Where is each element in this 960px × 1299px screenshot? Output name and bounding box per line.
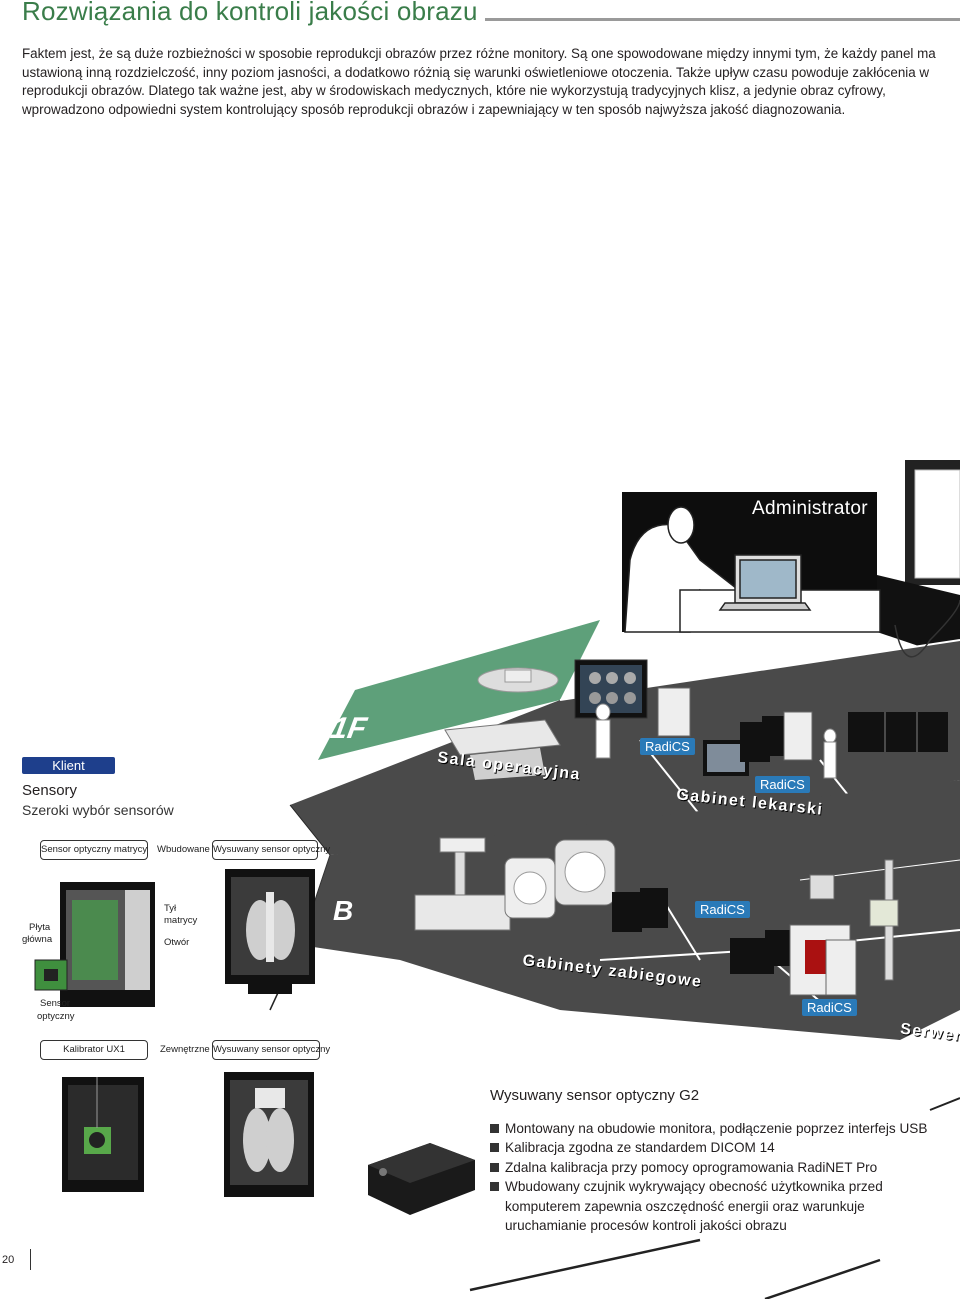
hole-label: Otwór bbox=[164, 937, 190, 948]
builtin-label: Wbudowane bbox=[157, 844, 210, 855]
panel-back-label-line2: matrycy bbox=[164, 915, 198, 926]
radics-badge-4: RadiCS bbox=[802, 999, 857, 1016]
intro-paragraph-2: Dlatego tak ważne jest, aby w środowiska… bbox=[22, 83, 886, 117]
list-item-text: Kalibracja zgodna ze standardem DICOM 14 bbox=[505, 1140, 775, 1156]
list-item-text: Montowany na obudowie monitora, podłącze… bbox=[505, 1121, 928, 1136]
sensors-heading: Sensory bbox=[22, 782, 78, 799]
external-label: Zewnętrzne bbox=[160, 1044, 210, 1055]
title-rule bbox=[485, 18, 960, 21]
radics-badge-1: RadiCS bbox=[640, 738, 695, 755]
g2-feature-list: Montowany na obudowie monitora, podłącze… bbox=[490, 1119, 930, 1235]
list-item: Zdalna kalibracja przy pomocy oprogramow… bbox=[490, 1158, 930, 1177]
retractable-sensor-pill-2: Wysuwany sensor optyczny bbox=[212, 1040, 330, 1060]
calibrator-monitor bbox=[62, 1077, 144, 1192]
bullet-icon bbox=[490, 1182, 499, 1192]
list-item: Montowany na obudowie monitora, podłącze… bbox=[490, 1119, 930, 1138]
xray-monitor-row1 bbox=[225, 869, 315, 994]
radics-badge-2: RadiCS bbox=[755, 776, 810, 793]
administrator-figure bbox=[624, 506, 881, 633]
bullet-icon bbox=[490, 1143, 499, 1153]
floor-1f-header bbox=[318, 620, 600, 760]
floor-1f-label: 1F bbox=[328, 712, 370, 745]
procedure-room-equipment bbox=[414, 837, 668, 932]
g2-sensor-device bbox=[368, 1143, 475, 1215]
motherboard-label-line2: główna bbox=[22, 934, 53, 945]
list-item-text: Wbudowany czujnik wykrywający obecność u… bbox=[505, 1179, 883, 1234]
doctor-office-equipment bbox=[703, 711, 948, 779]
page-number: 20 bbox=[2, 1254, 15, 1266]
bullet-icon bbox=[490, 1162, 499, 1172]
g2-title: Wysuwany sensor optyczny G2 bbox=[490, 1087, 700, 1104]
operating-room-equipment bbox=[444, 659, 691, 780]
administrator-label: Administrator bbox=[752, 498, 868, 519]
calibrator-pill: Kalibrator UX1 bbox=[40, 1040, 148, 1060]
xray-monitor-row2 bbox=[224, 1072, 314, 1197]
floor-b-label: B bbox=[333, 895, 354, 926]
page-title: Rozwiązania do kontroli jakości obrazu bbox=[22, 0, 478, 26]
intro-paragraph-1: Faktem jest, że są duże rozbieżności w s… bbox=[22, 46, 936, 98]
bullet-icon bbox=[490, 1124, 499, 1133]
sensors-subheading: Szeroki wybór sensorów bbox=[22, 802, 174, 818]
server-room-equipment bbox=[730, 859, 899, 996]
motherboard-label-line1: Płyta bbox=[29, 922, 51, 933]
intro-text: Faktem jest, że są duże rozbieżności w s… bbox=[22, 45, 937, 119]
sensor-panel-pill: Sensor optyczny matrycy bbox=[40, 840, 148, 860]
client-badge: Klient bbox=[22, 757, 115, 774]
page-number-divider bbox=[30, 1249, 31, 1270]
radics-badge-3: RadiCS bbox=[695, 901, 750, 918]
list-item: Kalibracja zgodna ze standardem DICOM 14 bbox=[490, 1138, 930, 1157]
list-item: Wbudowany czujnik wykrywający obecność u… bbox=[490, 1177, 930, 1235]
optical-sensor-label-line1: Sensor bbox=[40, 998, 71, 1009]
monitor-internal-view bbox=[34, 882, 155, 1007]
optical-sensor-label-line2: optyczny bbox=[37, 1011, 75, 1022]
retractable-sensor-pill-1: Wysuwany sensor optyczny bbox=[212, 840, 330, 860]
list-item-text: Zdalna kalibracja przy pomocy oprogramow… bbox=[505, 1159, 878, 1175]
panel-back-label-line1: Tył bbox=[164, 903, 177, 914]
